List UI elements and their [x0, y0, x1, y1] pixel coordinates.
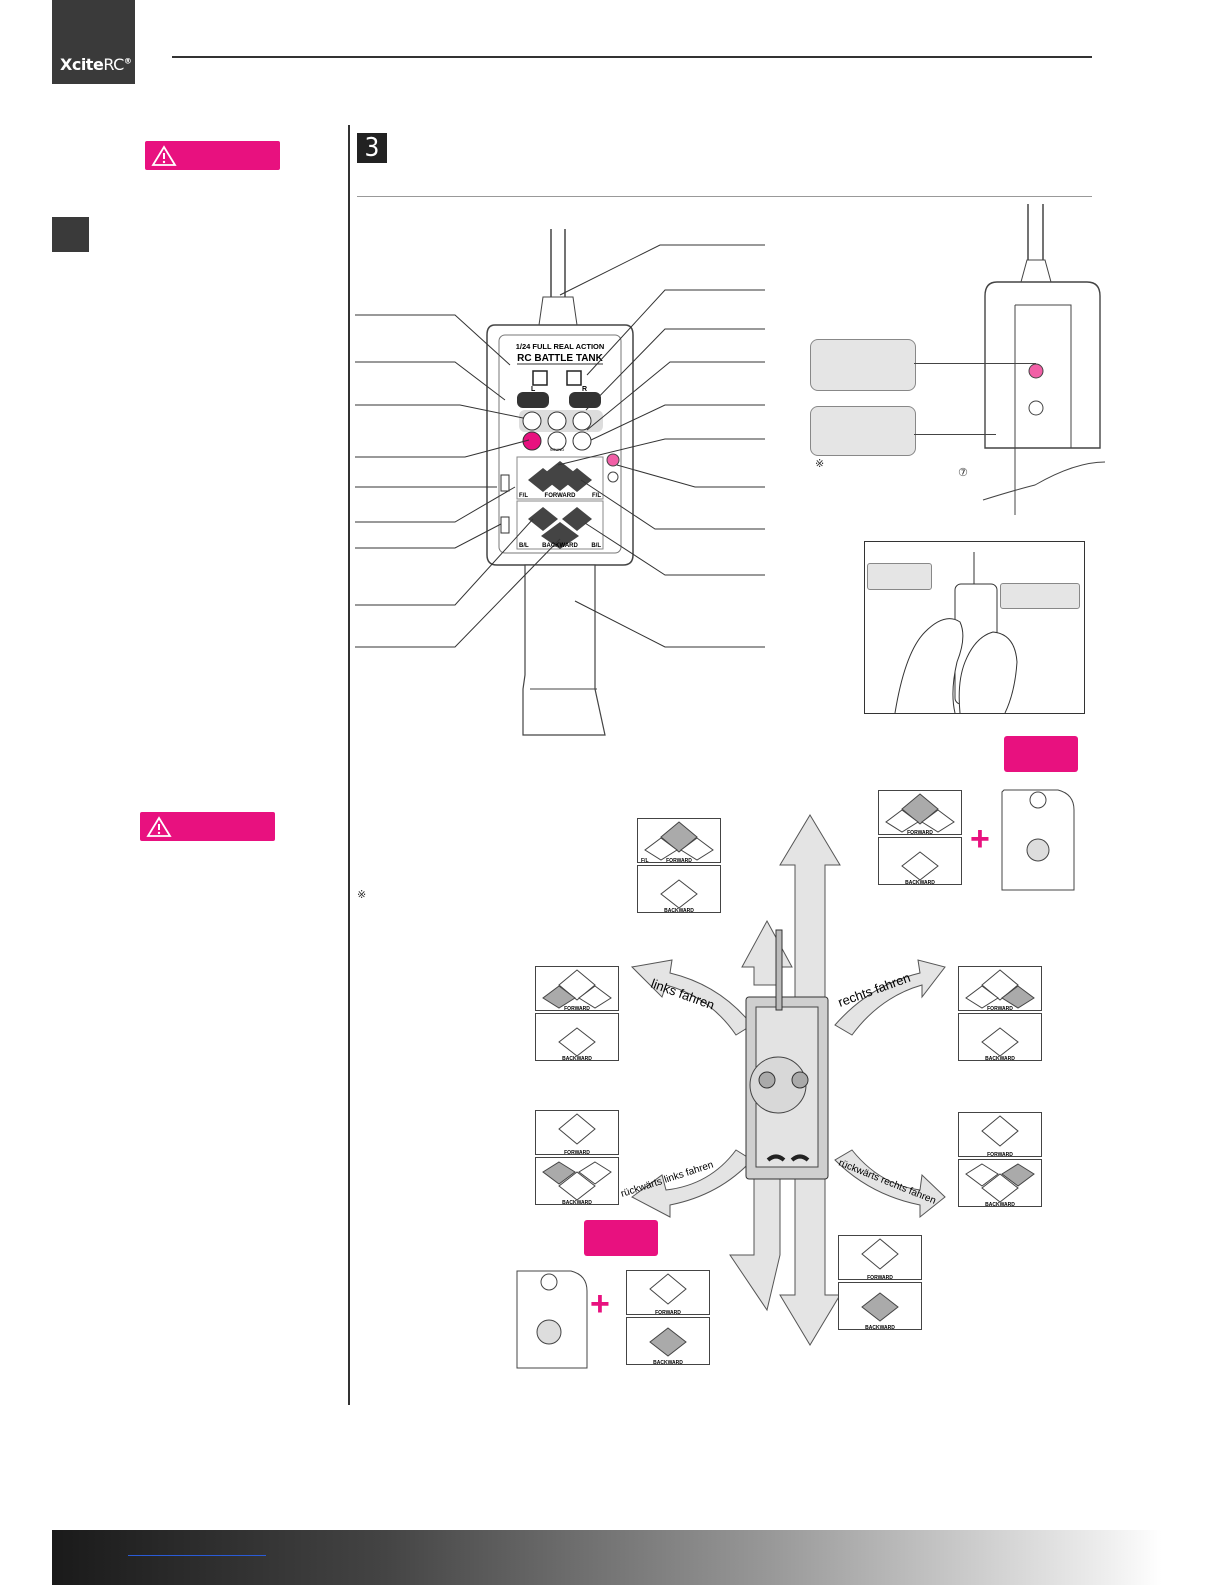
svg-text:L: L: [531, 386, 536, 393]
pad-reverse-left: FORWARD BACKWARD: [535, 1110, 619, 1205]
callout-box-upper: [810, 339, 916, 391]
reverse-left-arrow: [631, 1149, 753, 1218]
driving-directions-diagram: links fahren rechts fahren rückwärts lin…: [620, 814, 946, 1346]
callout-line-upper: [914, 363, 1036, 364]
svg-text:BACKWARD: BACKWARD: [653, 1360, 683, 1365]
pad-forward: F/L FORWARD BACKWARD: [637, 818, 721, 913]
backward-label: BACKWARD: [542, 543, 578, 549]
remote-title-line2: RC BATTLE TANK: [517, 353, 604, 364]
note-mark-bottom: ※: [357, 888, 367, 901]
svg-text:BACKWARD: BACKWARD: [985, 1056, 1015, 1061]
header-rule: [172, 56, 1092, 58]
fire-button[interactable]: [547, 411, 567, 431]
plus-icon-bottom-left: +: [590, 1285, 610, 1323]
backward-left-button[interactable]: [528, 507, 558, 531]
svg-text:F/L: F/L: [641, 858, 649, 864]
footer-gradient-bar: [52, 1530, 1162, 1585]
side-button-panel-bottom: [516, 1270, 588, 1369]
step-number-badge: 3: [357, 133, 387, 163]
hands-callout-left: [867, 563, 932, 590]
footer-link-underline[interactable]: [128, 1555, 266, 1556]
brand-logo: XciteRC®: [52, 0, 135, 84]
svg-text:FORWARD: FORWARD: [655, 1310, 681, 1316]
svg-text:FORWARD: FORWARD: [564, 1006, 590, 1012]
turret-left-icon: L: [531, 370, 548, 393]
side-button-panel-top: [1001, 789, 1075, 891]
remote-title-line1: 1/24 FULL REAL ACTION: [516, 342, 605, 351]
pink-label-bottom-left: [584, 1220, 658, 1256]
svg-text:FORWARD: FORWARD: [987, 1006, 1013, 1012]
sound-button-label: SOUND: [550, 447, 565, 452]
callout-box-lower: [810, 406, 916, 456]
column-divider: [348, 125, 350, 1405]
circled-note-number: ⑦: [958, 466, 968, 479]
switch-lower[interactable]: [500, 516, 510, 534]
warning-triangle-icon: [146, 816, 172, 837]
mode-button[interactable]: [572, 431, 592, 451]
turret-right-icon: R: [566, 370, 587, 393]
forward-right-button[interactable]: [562, 468, 592, 492]
svg-text:FORWARD: FORWARD: [907, 830, 933, 836]
pad-backward: FORWARD BACKWARD: [838, 1235, 922, 1330]
tank-top-view: [745, 929, 829, 1180]
svg-text:BACKWARD: BACKWARD: [985, 1202, 1015, 1207]
warning-triangle-icon: [151, 145, 177, 166]
svg-text:BACKWARD: BACKWARD: [664, 908, 694, 913]
forward-left-button[interactable]: [528, 468, 558, 492]
plus-icon-top-right: +: [970, 820, 990, 858]
pad-fast-backward: FORWARD BACKWARD: [626, 1270, 710, 1365]
backward-button[interactable]: [541, 522, 579, 549]
svg-text:FORWARD: FORWARD: [987, 1152, 1013, 1158]
warning-badge-top: [145, 141, 280, 170]
pad-turn-right: FORWARD BACKWARD: [958, 966, 1042, 1061]
callout-line-lower: [914, 434, 996, 435]
hands-callout-right: [1000, 583, 1080, 609]
section-marker: [52, 217, 89, 252]
turn-left-arrow: [630, 959, 753, 1036]
reverse-right-arrow: [834, 1149, 946, 1219]
warning-badge-bottom: [140, 812, 275, 841]
backward-right-button[interactable]: [562, 507, 592, 531]
forward-label: FORWARD: [545, 493, 577, 499]
light-button[interactable]: [522, 411, 542, 431]
brand-name-bold: Xcite: [60, 55, 104, 74]
side-power-button[interactable]: [1028, 363, 1044, 379]
indicator-led: [606, 453, 620, 467]
fl-label-left: F/L: [519, 493, 528, 499]
svg-text:FORWARD: FORWARD: [867, 1275, 893, 1281]
controller-side-view: [982, 204, 1106, 515]
svg-text:BACKWARD: BACKWARD: [562, 1056, 592, 1061]
turret-left-button[interactable]: [517, 392, 549, 408]
svg-text:BACKWARD: BACKWARD: [905, 880, 935, 885]
turn-right-arrow: [834, 959, 946, 1036]
turret-right-button[interactable]: [569, 392, 601, 408]
svg-text:FORWARD: FORWARD: [666, 858, 692, 864]
note-mark-top: ※: [815, 457, 825, 470]
secondary-led: [607, 471, 619, 483]
pad-turn-left: FORWARD BACKWARD: [535, 966, 619, 1061]
registered-mark: ®: [123, 56, 132, 66]
svg-text:BACKWARD: BACKWARD: [865, 1325, 895, 1330]
brand-name-light: RC: [103, 55, 124, 74]
svg-text:BACKWARD: BACKWARD: [562, 1200, 592, 1205]
pad-reverse-right: FORWARD BACKWARD: [958, 1112, 1042, 1207]
power-button[interactable]: [522, 431, 542, 451]
step-rule: [357, 196, 1092, 197]
svg-text:R: R: [582, 386, 587, 393]
pink-label-top-right: [1004, 736, 1078, 772]
gun-button[interactable]: [572, 411, 592, 431]
brand-wordmark: XciteRC®: [60, 55, 132, 74]
fl-label-right: F/L: [592, 493, 601, 499]
sound-button[interactable]: [547, 431, 567, 451]
remote-control-diagram: 1/24 FULL REAL ACTION RC BATTLE TANK L R…: [355, 229, 765, 736]
svg-text:FORWARD: FORWARD: [564, 1150, 590, 1156]
side-secondary-button[interactable]: [1028, 400, 1044, 416]
switch-upper[interactable]: [500, 474, 510, 492]
bl-label-left: B/L: [519, 543, 529, 549]
pad-fast-forward: FORWARD BACKWARD: [878, 790, 962, 885]
bl-label-right: B/L: [591, 543, 601, 549]
